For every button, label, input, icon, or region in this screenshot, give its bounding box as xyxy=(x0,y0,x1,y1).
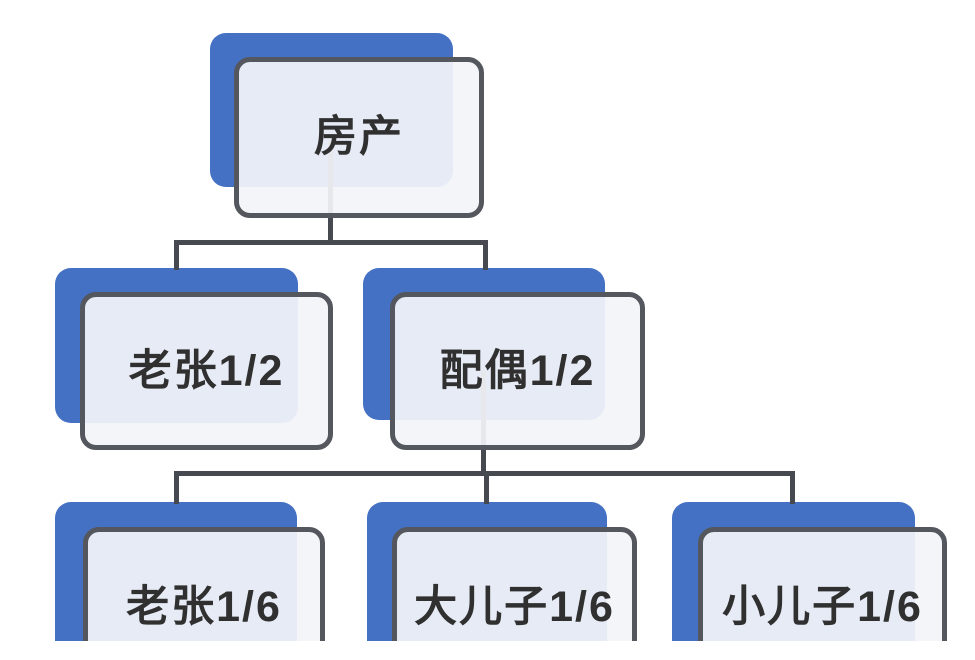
node-eldest-son-sixth-label: 大儿子1/6 xyxy=(414,582,615,631)
connector-drop-spouse-half xyxy=(483,243,488,270)
node-laozhang-half: 老张1/2 xyxy=(80,292,333,450)
connector-drop-youngest-son-sixth xyxy=(790,474,795,504)
node-laozhang-sixth: 老张1/6 xyxy=(83,527,325,660)
node-laozhang-sixth-label: 老张1/6 xyxy=(126,582,282,631)
node-spouse-half-label: 配偶1/2 xyxy=(439,346,596,395)
connector-level3-bar xyxy=(174,471,795,476)
bottom-crop-mask xyxy=(0,641,975,660)
node-property-label: 房产 xyxy=(314,113,404,161)
connector-level2-bar xyxy=(174,240,488,245)
connector-drop-eldest-son-sixth xyxy=(484,474,489,504)
connector-drop-laozhang-sixth xyxy=(174,474,179,504)
node-spouse-half: 配偶1/2 xyxy=(390,292,645,450)
node-eldest-son-sixth: 大儿子1/6 xyxy=(392,527,637,660)
node-property: 房产 xyxy=(234,57,484,218)
connector-drop-laozhang-half xyxy=(174,243,179,270)
node-laozhang-half-label: 老张1/2 xyxy=(128,346,285,395)
node-youngest-son-sixth: 小儿子1/6 xyxy=(698,527,947,660)
node-youngest-son-sixth-label: 小儿子1/6 xyxy=(722,582,923,631)
